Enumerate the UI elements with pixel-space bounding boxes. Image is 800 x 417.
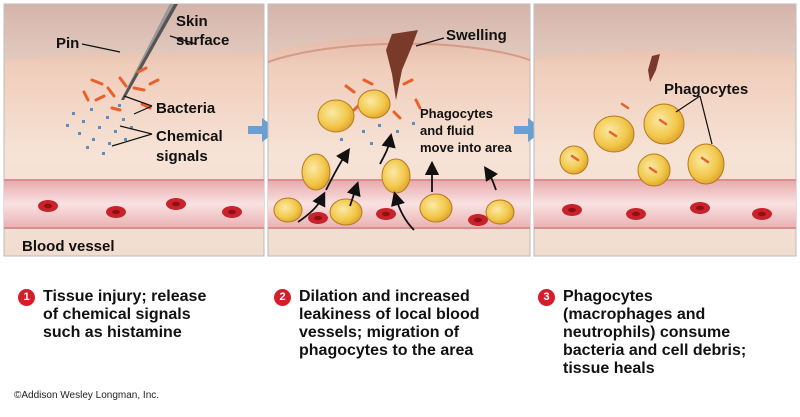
copyright-notice: ©Addison Wesley Longman, Inc. bbox=[14, 390, 160, 401]
blood-vessel bbox=[534, 180, 796, 228]
panel-3: Phagocytes bbox=[533, 3, 797, 257]
red-blood-cell bbox=[468, 214, 488, 226]
skin-surface-label: Skin bbox=[176, 13, 208, 30]
red-blood-cell bbox=[626, 208, 646, 220]
step-1-line: of chemical signals bbox=[43, 306, 191, 323]
red-blood-cell bbox=[38, 200, 58, 212]
step-2-text: Dilation and increased leakiness of loca… bbox=[299, 288, 480, 360]
red-blood-cell bbox=[752, 208, 772, 220]
step-arrow-2 bbox=[514, 118, 544, 142]
step-3-line: (macrophages and bbox=[563, 306, 706, 323]
step-3-line: neutrophils) consume bbox=[563, 324, 731, 341]
chemical-signals-label-2: signals bbox=[156, 148, 208, 165]
red-blood-cell bbox=[308, 212, 328, 224]
step-3-line: Phagocytes bbox=[563, 288, 653, 305]
blood-vessel-label: Blood vessel bbox=[22, 238, 115, 255]
red-blood-cell bbox=[106, 206, 126, 218]
step-3-line: tissue heals bbox=[563, 360, 655, 377]
step-1-line: Tissue injury; release bbox=[43, 288, 207, 305]
step-arrow-1 bbox=[248, 118, 278, 142]
step-2-caption: 2 Dilation and increased leakiness of lo… bbox=[274, 288, 524, 378]
step-3-badge: 3 bbox=[538, 289, 555, 306]
pin-icon bbox=[121, 4, 178, 100]
step-1-badge: 1 bbox=[18, 289, 35, 306]
bacteria-label: Bacteria bbox=[156, 100, 216, 117]
panel-1: Pin Skin surface Bacteria Chemical signa… bbox=[3, 3, 265, 257]
step-2-line: Dilation and increased bbox=[299, 288, 470, 305]
swelling-label: Swelling bbox=[446, 27, 507, 44]
red-blood-cell bbox=[690, 202, 710, 214]
panel-2: Swelling Phagocytes and fluid move into … bbox=[267, 3, 531, 257]
skin-surface-label-2: surface bbox=[176, 32, 229, 49]
step-3-caption: 3 Phagocytes (macrophages and neutrophil… bbox=[538, 288, 796, 398]
phagocytes-fluid-label-2: and fluid bbox=[420, 123, 474, 138]
wound-icon bbox=[386, 30, 418, 100]
phagocytes-fluid-label: Phagocytes bbox=[420, 106, 493, 121]
phagocyte-group bbox=[273, 89, 515, 226]
step-2-badge: 2 bbox=[274, 289, 291, 306]
step-1-caption: 1 Tissue injury; release of chemical sig… bbox=[18, 288, 258, 368]
red-blood-cell bbox=[376, 208, 396, 220]
step-2-line: phagocytes to the area bbox=[299, 342, 474, 359]
step-3-line: bacteria and cell debris; bbox=[563, 342, 747, 359]
bacteria-cluster bbox=[82, 66, 160, 112]
step-3-text: Phagocytes (macrophages and neutrophils)… bbox=[563, 288, 746, 378]
red-blood-cell bbox=[222, 206, 242, 218]
chemical-signals-label: Chemical bbox=[156, 128, 223, 145]
pin-label: Pin bbox=[56, 35, 79, 52]
red-blood-cell bbox=[166, 198, 186, 210]
step-2-line: leakiness of local blood bbox=[299, 306, 480, 323]
phagocytes-label: Phagocytes bbox=[664, 81, 748, 98]
phagocytes-fluid-label-3: move into area bbox=[420, 140, 513, 155]
red-blood-cell bbox=[562, 204, 582, 216]
step-2-line: vessels; migration of bbox=[299, 324, 460, 341]
step-1-text: Tissue injury; release of chemical signa… bbox=[43, 288, 206, 342]
healing-wound-icon bbox=[648, 54, 660, 82]
step-1-line: such as histamine bbox=[43, 324, 182, 341]
chemical-signals bbox=[66, 104, 133, 155]
